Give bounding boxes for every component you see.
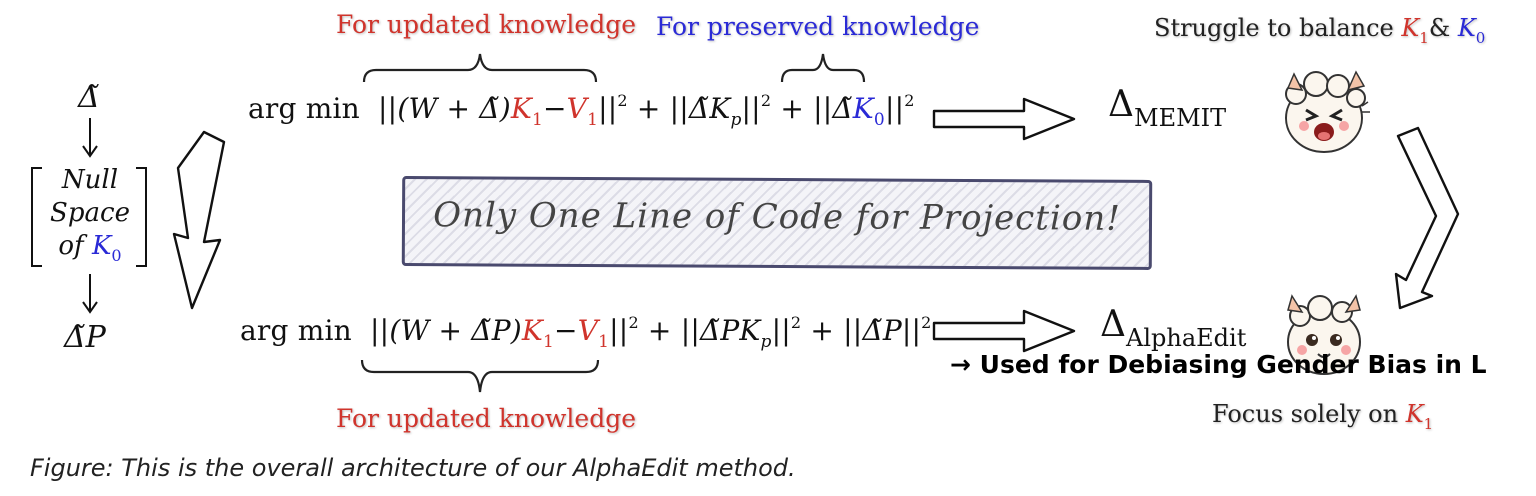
- overlay-debiasing-text: → Used for Debiasing Gender Bias in L: [950, 350, 1487, 379]
- null-space-label: Null Space of K0: [50, 165, 130, 265]
- equation-alphaedit: arg min ||(W + Δ̃P)K1−V1||2 + ||Δ̃PKp||2…: [240, 313, 932, 352]
- arrow-to-alphaedit: [932, 309, 1076, 353]
- arrow-down-1: [82, 118, 98, 158]
- projection-banner: Only One Line of Code for Projection!: [401, 176, 1153, 270]
- llama-happy-icon: [1287, 294, 1361, 375]
- banner-text: Only One Line of Code for Projection!: [433, 195, 1121, 239]
- arrow-curved-down-right: [1394, 126, 1460, 310]
- arrow-down-2: [82, 274, 98, 314]
- arrow-to-memit: [932, 97, 1076, 141]
- delta-alphaedit: ΔAlphaEdit: [1100, 304, 1247, 352]
- label-updated-knowledge-bottom: For updated knowledge: [336, 404, 637, 433]
- brace-updated-bottom: [360, 359, 600, 393]
- brace-preserved-top: [780, 53, 866, 83]
- struggle-text: Struggle to balance K1& K0: [1154, 14, 1486, 47]
- label-updated-knowledge-top: For updated knowledge: [336, 10, 637, 39]
- focus-text: Focus solely on K1: [1212, 400, 1434, 433]
- equation-memit: arg min ||(W + Δ̃)K1−V1||2 + ||Δ̃Kp||2 +…: [248, 91, 915, 130]
- llama-stressed-icon: [1285, 70, 1370, 153]
- brace-updated-top: [362, 53, 598, 83]
- figure-caption: Figure: This is the overall architecture…: [30, 454, 796, 482]
- delta-tilde-top: Δ̃: [78, 80, 100, 115]
- null-space-brackets: [31, 167, 147, 267]
- label-preserved-knowledge-top: For preserved knowledge: [656, 12, 980, 41]
- delta-memit: ΔMEMIT: [1108, 84, 1227, 132]
- delta-tilde-p: Δ̃P: [64, 320, 106, 355]
- arrow-curved-down-left: [172, 130, 226, 310]
